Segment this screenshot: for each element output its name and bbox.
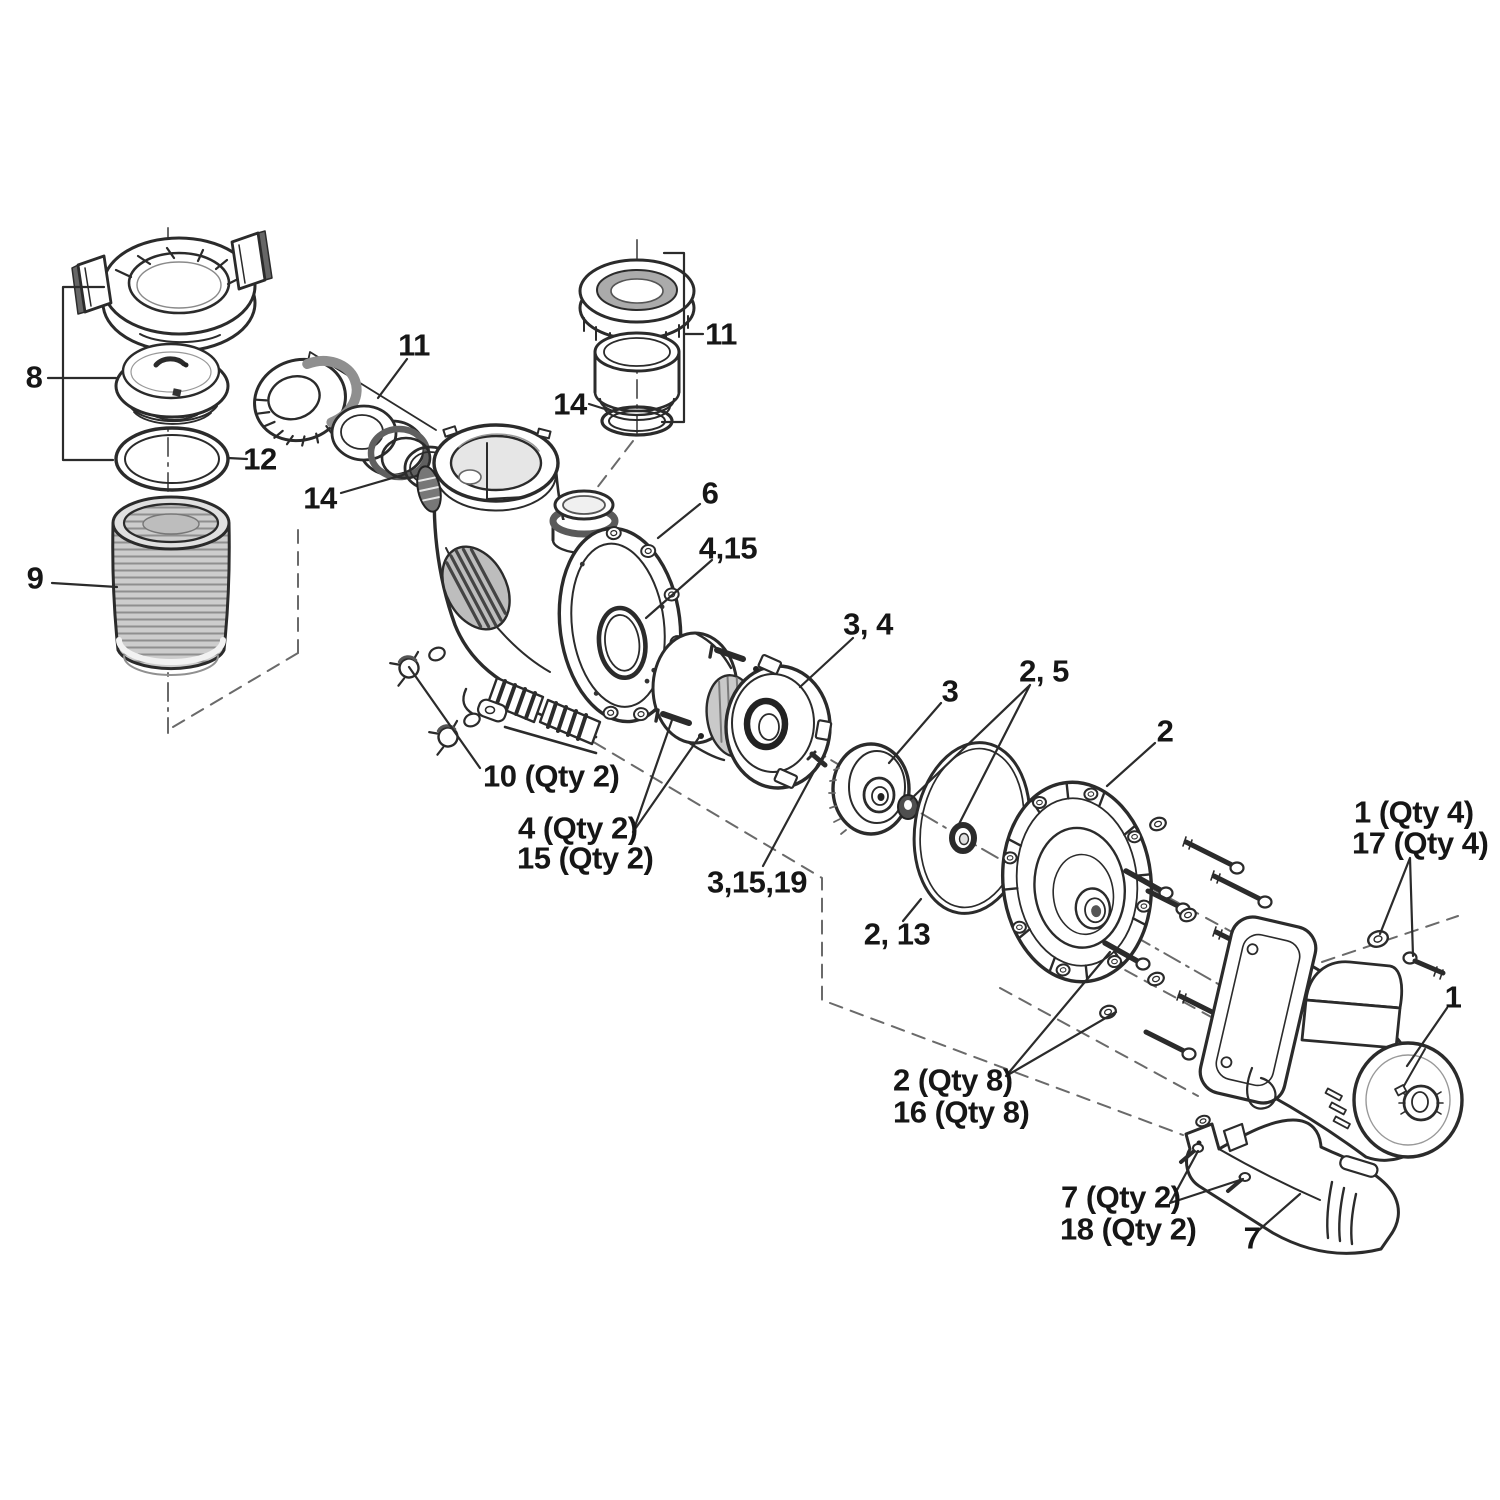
- callout-3-15-19-impeller-screw: 3,15,19: [707, 864, 807, 900]
- callout-15-screw-o-ring: 15 (Qty 2): [517, 840, 654, 876]
- callout-10-drain-plug: 10 (Qty 2): [483, 758, 620, 794]
- drain-plugs: [389, 646, 481, 756]
- callout-12-lid-o-ring: 12: [243, 441, 277, 477]
- shaft-seal-seat: [949, 822, 977, 854]
- callout-3-4-diffuser: 3, 4: [843, 606, 893, 642]
- impeller: [828, 742, 919, 836]
- clamp-ring: [71, 230, 273, 353]
- callout-3-impeller: 3: [941, 673, 959, 709]
- callout-7-motor-base: 7: [1243, 1220, 1261, 1256]
- callout-18-base-washers: 18 (Qty 2): [1060, 1211, 1197, 1247]
- strainer-basket: [111, 495, 231, 676]
- callout-4-15-housing-o-ring: 4,15: [698, 530, 758, 566]
- discharge-union-assembly: [578, 258, 696, 437]
- callout-2-5-shaft-seal: 2, 5: [1019, 653, 1069, 689]
- callout-8-lid-group: 8: [25, 359, 43, 395]
- lid-o-ring: [114, 426, 230, 492]
- callout-1-motor-bolt: 1 (Qty 4): [1354, 794, 1474, 830]
- callout-7-base-screws: 7 (Qty 2): [1061, 1179, 1181, 1215]
- motor-bolt: [1402, 951, 1446, 980]
- motor-base: [1179, 1114, 1400, 1255]
- diffuser: [651, 631, 833, 790]
- callout-2-13-plate-o-ring: 2, 13: [863, 916, 931, 952]
- callout-16-plate-washers: 16 (Qty 8): [893, 1094, 1030, 1130]
- pump-housing: [416, 423, 686, 755]
- leader-lines: [46, 251, 1449, 1232]
- impeller-screw: [806, 750, 828, 768]
- motor: [1198, 915, 1464, 1162]
- callout-11-discharge-union: 11: [705, 316, 737, 352]
- motor-washer: [1367, 930, 1389, 948]
- callout-2-plate-bolts: 2 (Qty 8): [893, 1062, 1013, 1098]
- base-screws: [1179, 1114, 1251, 1193]
- callout-2-seal-plate: 2: [1156, 713, 1174, 749]
- seal-plate: [1000, 780, 1174, 984]
- housing-o-ring-seat: [596, 605, 648, 681]
- callout-14-inlet-o-ring: 14: [303, 480, 337, 516]
- callout-9-strainer-basket: 9: [26, 560, 44, 596]
- callout-6-pump-housing: 6: [701, 475, 719, 511]
- callout-1-motor: 1: [1444, 979, 1462, 1015]
- callout-14-discharge-o-ring: 14: [553, 386, 587, 422]
- callout-11-inlet-union: 11: [398, 327, 430, 363]
- callout-17-motor-washer: 17 (Qty 4): [1352, 825, 1489, 861]
- callout-4-diffuser-screw: 4 (Qty 2): [518, 810, 638, 846]
- trap-lid: [114, 342, 230, 425]
